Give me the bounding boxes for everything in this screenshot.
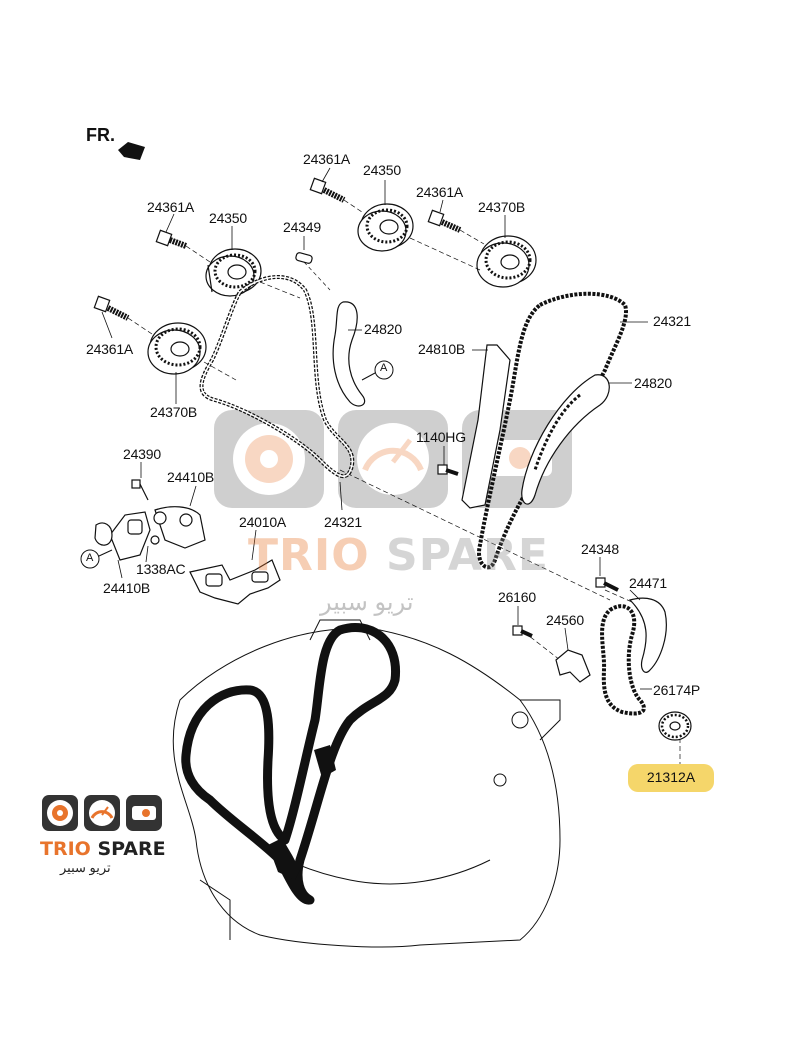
cam-sprocket-left: [205, 248, 262, 297]
part-label-24321-right: 24321: [653, 313, 691, 329]
oil-pump-tensioner-24471: [628, 597, 667, 673]
chain-guide-right: [521, 374, 610, 505]
gasket-24010A: [189, 559, 281, 605]
oil-pump-chain: [600, 604, 646, 716]
highlighted-part-badge: 21312A: [628, 764, 714, 792]
cam-sprocket-lower-left: [147, 322, 207, 375]
logo-arabic: تريو سبير: [60, 860, 111, 875]
watermark-brand: TRIO SPARE: [248, 530, 549, 581]
engine-outline: [172, 619, 561, 948]
alignment-lines: [127, 199, 681, 765]
bolt-24348: [595, 577, 619, 592]
chain-tensioner-24410B: [94, 479, 206, 561]
bolt-24361A-top: [309, 177, 346, 203]
part-label-24349: 24349: [283, 219, 321, 235]
part-label-24361A-top: 24361A: [303, 151, 351, 167]
part-label-24810B: 24810B: [418, 341, 466, 357]
watermark-brand-orange: TRIO: [248, 530, 370, 581]
callout-a-upper: [361, 360, 394, 381]
part-label-24390: 24390: [123, 446, 161, 462]
sprocket-21312A: [658, 711, 692, 741]
bolt-24361A-lower: [93, 295, 130, 321]
part-label-24820-left: 24820: [364, 321, 402, 337]
cam-sprocket-right: [476, 235, 537, 288]
part-label-24361A-left: 24361A: [147, 199, 195, 215]
front-arrow-icon: [118, 142, 145, 160]
bolt-26160: [512, 625, 533, 638]
part-label-24010A: 24010A: [239, 514, 287, 530]
part-label-24361A-lower: 24361A: [86, 341, 134, 357]
chain-inner-left: [200, 276, 353, 477]
part-label-1338AC: 1338AC: [136, 561, 186, 577]
part-label-24348: 24348: [581, 541, 619, 557]
cam-sprocket-center: [357, 203, 414, 252]
engine-guide-block: [314, 745, 336, 778]
part-label-24370B-left: 24370B: [150, 404, 198, 420]
part-label-24321-bottom: 24321: [324, 514, 362, 530]
watermark-arabic: تريو سبير: [320, 589, 414, 616]
leader-lines: [101, 167, 652, 690]
front-indicator-label: FR.: [86, 125, 115, 145]
callout-a-upper-label: A: [380, 362, 388, 374]
part-label-1140HG: 1140HG: [416, 429, 466, 445]
part-label-24361A-mid: 24361A: [416, 184, 464, 200]
part-label-21312A: 21312A: [646, 769, 696, 785]
dowel-24349: [295, 252, 331, 291]
part-label-24471: 24471: [629, 575, 667, 591]
engine-tensioner-block: [268, 838, 300, 880]
callout-a-lower-label: A: [86, 552, 94, 564]
watermark-brand-gray: SPARE: [386, 530, 549, 581]
chain-guide-left: [332, 301, 366, 407]
logo-brand-gray: SPARE: [97, 838, 166, 860]
tensioner-24560: [555, 649, 591, 683]
logo-brand: TRIO SPARE: [40, 838, 166, 860]
bolt-24361A-mid: [427, 209, 462, 233]
callout-a-lower: [80, 549, 113, 569]
part-label-26160: 26160: [498, 589, 536, 605]
part-label-24410B-top: 24410B: [167, 469, 215, 485]
timing-chain-right: [477, 291, 628, 570]
part-label-24350-top: 24350: [363, 162, 401, 178]
logo-brand-orange: TRIO: [40, 838, 91, 860]
part-label-24410B-bottom: 24410B: [103, 580, 151, 596]
brand-logo-icons: [42, 795, 162, 831]
chain-guide-24810B: [461, 344, 511, 509]
bolt-1140HG: [437, 464, 459, 476]
bolt-24361A-left: [155, 229, 188, 249]
part-label-24350-left: 24350: [209, 210, 247, 226]
guide-right-teeth: [533, 393, 581, 471]
part-label-26174P: 26174P: [653, 682, 701, 698]
part-label-24370B-top: 24370B: [478, 199, 526, 215]
part-label-24560: 24560: [546, 612, 584, 628]
part-label-24820-right: 24820: [634, 375, 672, 391]
